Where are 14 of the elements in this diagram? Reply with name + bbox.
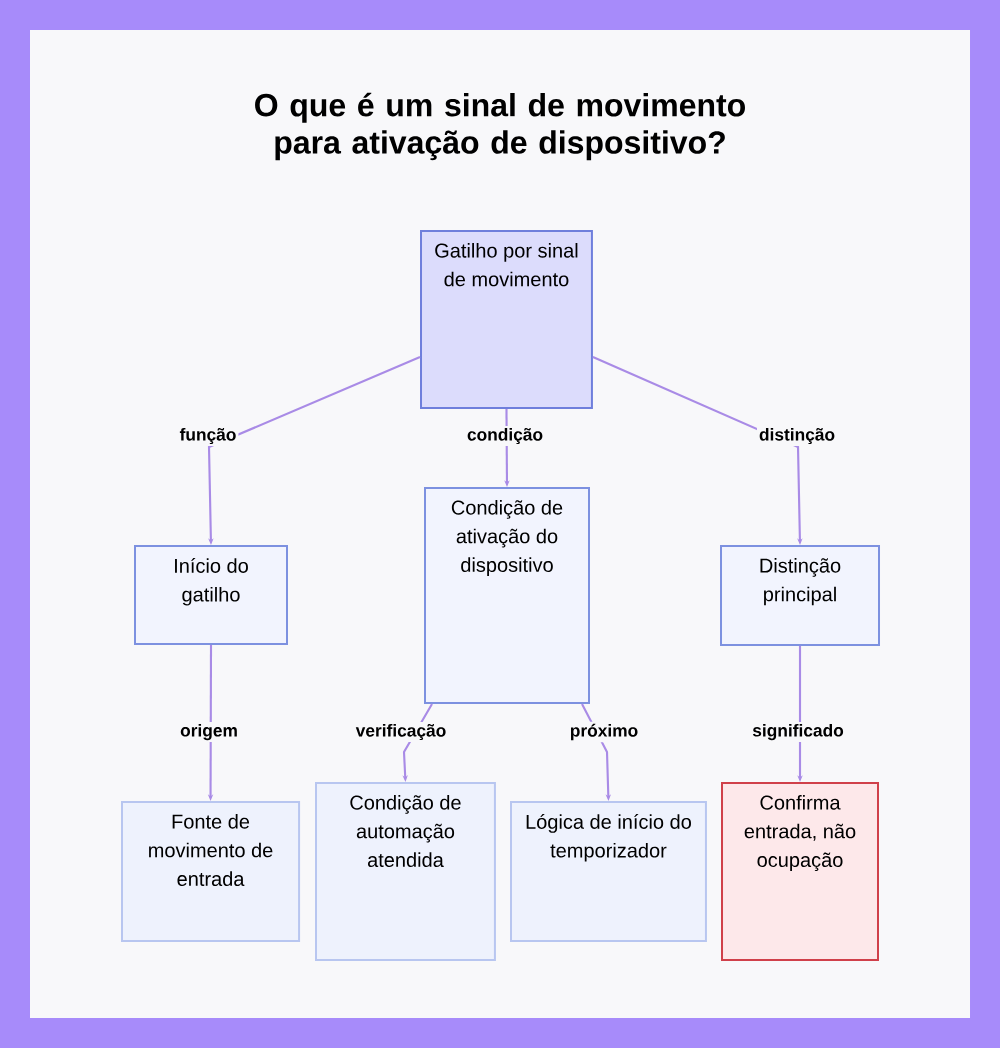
process-box: Lógica de início do temporizador xyxy=(510,801,707,942)
edge-label: origem xyxy=(178,721,240,743)
process-box: Confirma entrada, não ocupação xyxy=(721,782,879,962)
process-box: Distinção principal xyxy=(720,545,880,646)
arrow xyxy=(207,356,421,545)
arrow xyxy=(581,703,611,801)
process-box: Fonte de movimento de entrada xyxy=(121,801,301,942)
edge-label: significado xyxy=(750,721,846,743)
process-box: Início do gatilho xyxy=(134,545,288,645)
process-box: Gatilho por sinal de movimento xyxy=(420,230,593,410)
process-box: Condição de automação atendida xyxy=(315,782,496,962)
title: O que é um sinal de movimento para ativação de dispositivo? xyxy=(255,92,745,161)
arrow xyxy=(592,356,803,545)
process-box: Condição de ativação do dispositivo xyxy=(424,487,590,704)
